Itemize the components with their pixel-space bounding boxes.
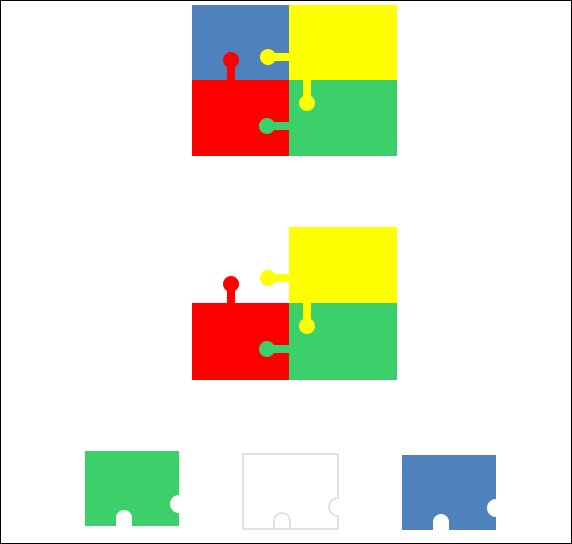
answer-option-3-piece: [402, 455, 496, 530]
red-piece-top-neck: [227, 60, 235, 82]
yellow-piece-body: [289, 5, 397, 82]
red-piece-body: [192, 80, 291, 156]
green-piece-2-left-neck: [267, 345, 291, 353]
blue-piece: [192, 5, 291, 82]
answer-option-3[interactable]: [402, 455, 496, 530]
red-piece-2: [192, 276, 291, 380]
red-piece-2-top-neck: [227, 284, 235, 305]
complete-puzzle: [192, 5, 397, 156]
yellow-piece-2-bottom-neck: [303, 303, 311, 326]
answer-option-2-piece: [243, 454, 338, 529]
yellow-piece-left-neck: [268, 53, 290, 61]
red-piece-2-body: [192, 303, 291, 380]
yellow-piece-bottom-neck: [303, 80, 311, 103]
yellow-piece-2: [260, 227, 397, 305]
yellow-piece-2-body: [289, 227, 397, 305]
answer-option-1[interactable]: [85, 451, 179, 526]
answer-option-1-piece: [85, 451, 179, 526]
green-piece-left-neck: [267, 122, 291, 130]
incomplete-puzzle: [192, 227, 397, 380]
yellow-piece-2-left-neck: [268, 274, 290, 282]
answer-option-2[interactable]: [243, 454, 338, 529]
blue-piece-body: [192, 5, 291, 82]
